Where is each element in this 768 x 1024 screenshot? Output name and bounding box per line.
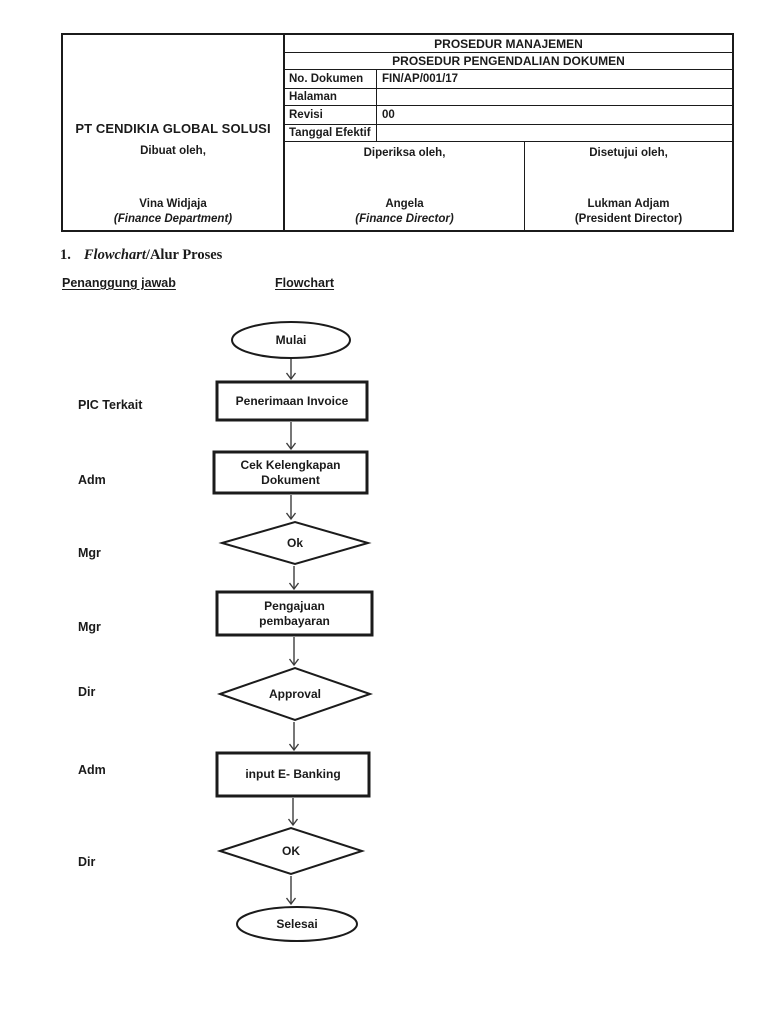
column-header-flowchart: Flowchart xyxy=(275,276,335,290)
decision-ok1-label: Ok xyxy=(286,535,303,550)
process-penerimaan-invoice-label: Penerimaan Invoice xyxy=(235,393,349,408)
field-label: Tanggal Efektif xyxy=(285,125,377,141)
signature-name: Lukman Adjam xyxy=(587,198,670,210)
terminator-mulai-shape xyxy=(231,321,351,359)
field-label: Halaman xyxy=(285,89,377,105)
actor-dir-1: Dir xyxy=(78,685,96,699)
signature-name: Vina Widjaja xyxy=(139,198,207,210)
arrow-cek-to-ok1 xyxy=(285,495,297,521)
decision-approval-label: Approval xyxy=(268,686,321,701)
section-title-rest: /Alur Proses xyxy=(145,247,223,263)
decision-ok2-shape xyxy=(216,826,366,876)
terminator-selesai-label: Selesai xyxy=(276,916,318,931)
actor-pic-terkait: PIC Terkait xyxy=(78,398,143,412)
field-row-no-dokumen: No. Dokumen FIN/AP/001/17 xyxy=(285,70,732,89)
actor-mgr-1: Mgr xyxy=(78,546,101,560)
decision-ok2-label: OK xyxy=(282,843,300,858)
arrow-penerimaan-to-cek xyxy=(285,422,297,451)
process-pengajuan-pembayaran-shape xyxy=(215,590,374,637)
signature-heading: Diperiksa oleh, xyxy=(363,147,446,159)
actor-mgr-2: Mgr xyxy=(78,620,101,634)
signature-heading-dibuat: Dibuat oleh, xyxy=(140,145,206,157)
arrow-ok2-to-selesai xyxy=(285,876,297,906)
decision-ok1-shape xyxy=(218,520,372,566)
company-cell: PT CENDIKIA GLOBAL SOLUSI Dibuat oleh, V… xyxy=(63,35,285,230)
signature-role: (Finance Department) xyxy=(113,213,233,225)
process-pengajuan-pembayaran-label: Pengajuan pembayaran xyxy=(259,598,330,628)
signature-role: (President Director) xyxy=(574,213,683,225)
column-header-penanggung-jawab: Penanggung jawab xyxy=(62,276,176,290)
process-input-ebanking-shape xyxy=(215,751,371,798)
actor-dir-2: Dir xyxy=(78,855,96,869)
field-value: 00 xyxy=(382,109,395,121)
process-input-ebanking-label: input E- Banking xyxy=(245,767,341,781)
actor-adm-1: Adm xyxy=(78,473,106,487)
signature-block: Lukman Adjam (President Director) xyxy=(525,197,732,227)
field-label: Revisi xyxy=(285,106,377,124)
arrow-ok1-to-pengajuan xyxy=(288,566,300,591)
signature-name: Angela xyxy=(385,198,424,210)
doc-title-line2: PROSEDUR PENGENDALIAN DOKUMEN xyxy=(285,53,732,70)
signature-block: Angela (Finance Director) xyxy=(285,197,524,227)
process-cek-kelengkapan-label: Cek Kelengkapan Dokument xyxy=(240,457,341,487)
process-penerimaan-invoice-shape xyxy=(215,380,369,422)
doc-title-line1: PROSEDUR MANAJEMEN xyxy=(285,35,732,53)
field-row-halaman: Halaman xyxy=(285,89,732,106)
arrow-input-to-ok2 xyxy=(287,798,299,827)
signature-cell-disetujui: Disetujui oleh, Lukman Adjam (President … xyxy=(525,142,732,230)
section-number: 1. xyxy=(60,247,71,263)
arrow-approval-to-input xyxy=(288,722,300,752)
actor-adm-2: Adm xyxy=(78,763,106,777)
signature-cell-diperiksa: Diperiksa oleh, Angela (Finance Director… xyxy=(285,142,525,230)
process-cek-kelengkapan-shape xyxy=(212,450,369,495)
arrow-pengajuan-to-approval xyxy=(288,637,300,667)
section-title: 1. Flowchart/Alur Proses xyxy=(60,247,222,264)
field-value: FIN/AP/001/17 xyxy=(382,73,459,85)
arrow-mulai-to-penerimaan xyxy=(285,359,297,381)
signature-block-dibuat: Vina Widjaja (Finance Department) xyxy=(63,197,283,227)
section-title-italic: Flowchart xyxy=(83,247,146,263)
signature-role: (Finance Director) xyxy=(355,213,454,225)
terminator-selesai-shape xyxy=(236,906,358,942)
field-row-tanggal-efektif: Tanggal Efektif xyxy=(285,125,732,142)
signature-heading: Disetujui oleh, xyxy=(589,147,668,159)
field-label: No. Dokumen xyxy=(285,70,377,88)
header-table-right: PROSEDUR MANAJEMEN PROSEDUR PENGENDALIAN… xyxy=(285,35,732,230)
header-table: PT CENDIKIA GLOBAL SOLUSI Dibuat oleh, V… xyxy=(61,33,734,232)
field-row-revisi: Revisi 00 xyxy=(285,106,732,125)
decision-approval-shape xyxy=(216,666,374,722)
company-name: PT CENDIKIA GLOBAL SOLUSI xyxy=(75,121,271,136)
signature-row: Diperiksa oleh, Angela (Finance Director… xyxy=(285,142,732,230)
terminator-mulai-label: Mulai xyxy=(275,332,307,347)
